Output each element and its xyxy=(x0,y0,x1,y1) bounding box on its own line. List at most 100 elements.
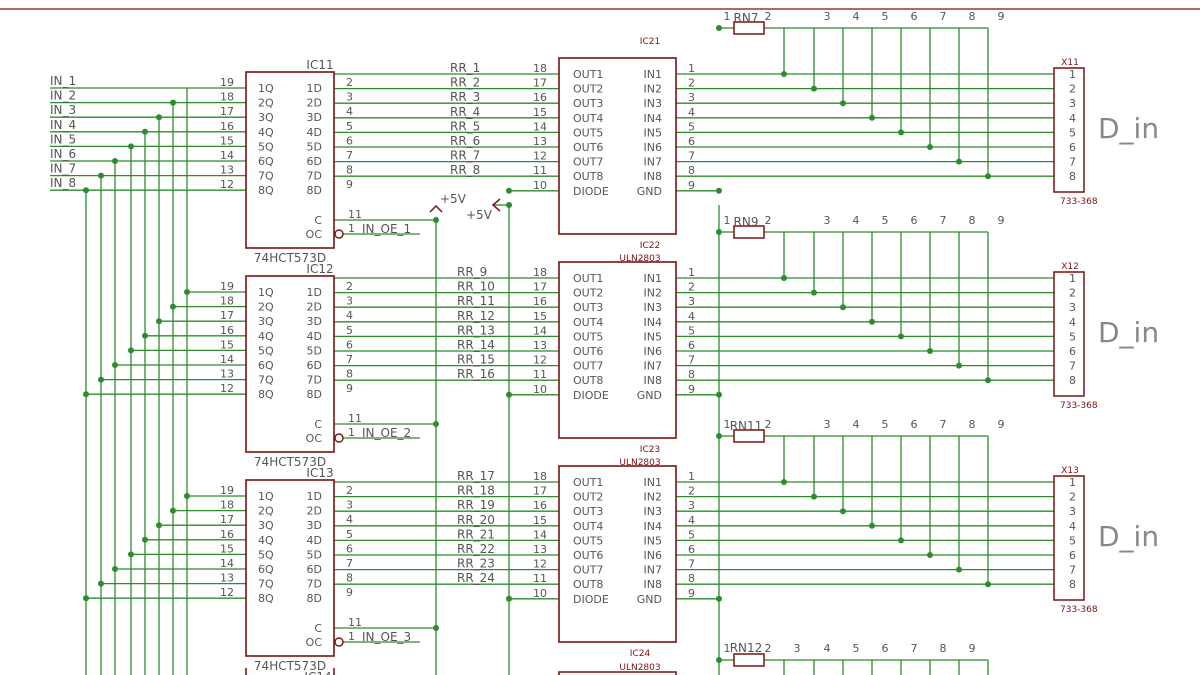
pin-number: 5 xyxy=(346,528,353,541)
pin-number: 17 xyxy=(533,485,547,498)
pin-number: 18 xyxy=(220,499,234,512)
latch-pin: 4Q xyxy=(258,534,274,547)
pin-number: 7 xyxy=(688,558,695,571)
latch-ref: IC14 xyxy=(304,670,331,675)
latch-pin: 1Q xyxy=(258,490,274,503)
latch-pin: 3Q xyxy=(258,111,274,124)
pin-number: 7 xyxy=(688,150,695,163)
rn-pin-number: 8 xyxy=(969,10,976,23)
pin-number: 7 xyxy=(346,149,353,162)
driver-pin: OUT5 xyxy=(573,534,603,547)
pin-number: 18 xyxy=(220,295,234,308)
rn-pin-number: 2 xyxy=(765,10,772,23)
pin-number: 13 xyxy=(220,572,234,585)
latch-pin: 2Q xyxy=(258,505,274,518)
rn-pin-number: 8 xyxy=(940,642,947,655)
net-label: RR_17 xyxy=(457,469,495,483)
connector-body xyxy=(1053,67,1085,193)
supply-label: +5V xyxy=(440,192,467,206)
junction-dot xyxy=(985,173,991,180)
input-label: IN_2 xyxy=(50,89,76,103)
pin-number: 2 xyxy=(688,485,695,498)
pin-number: 15 xyxy=(533,106,547,119)
connector-ref: X13 xyxy=(1061,466,1079,476)
latch-pin: 5Q xyxy=(258,140,274,153)
junction-dot xyxy=(433,625,439,631)
pin-number: 16 xyxy=(220,324,234,337)
rn-pin-number: 6 xyxy=(911,214,918,227)
driver-ref: IC24 xyxy=(630,649,651,659)
latch-pin: 4D xyxy=(307,534,322,547)
pin-number: 1 xyxy=(348,222,355,235)
net-label: RR_7 xyxy=(450,149,480,163)
junction-dot xyxy=(506,202,512,208)
junction-dot xyxy=(184,493,190,499)
latch-ic xyxy=(245,71,335,249)
latch-pin: 4Q xyxy=(258,330,274,343)
pin-number: 15 xyxy=(220,338,234,351)
driver-ref: IC23 xyxy=(640,445,660,455)
driver-pin: OUT6 xyxy=(573,141,603,154)
pin-number: 8 xyxy=(688,572,695,585)
junction-dot xyxy=(170,507,176,514)
pin-number: 18 xyxy=(533,62,547,75)
driver-pin: OUT7 xyxy=(573,360,603,373)
latch-pin: 1D xyxy=(307,286,322,299)
oe-label: IN_OE_1 xyxy=(362,222,411,236)
rn-pin-number: 9 xyxy=(998,214,1005,227)
resistor-body xyxy=(733,225,765,239)
net-label: RR_20 xyxy=(457,513,495,527)
rn-pin-number: 3 xyxy=(824,10,831,23)
rn-pin-number: 9 xyxy=(998,10,1005,23)
junction-dot xyxy=(898,333,904,340)
rn-pin-number: 1 xyxy=(724,418,731,431)
driver-pin: IN5 xyxy=(644,330,662,343)
connector-pin: 1 xyxy=(1069,272,1076,285)
rn-pin-number: 4 xyxy=(853,214,860,227)
driver-pin: OUT1 xyxy=(573,476,603,489)
pin-number: 12 xyxy=(220,178,234,191)
net-label: RR_19 xyxy=(457,498,495,512)
connector-pin: 2 xyxy=(1069,83,1076,96)
pin-number: 5 xyxy=(688,120,695,133)
driver-pin: IN2 xyxy=(644,287,662,300)
pin-number: 3 xyxy=(346,499,353,512)
pin-number: 6 xyxy=(688,339,695,352)
latch-pin: OC xyxy=(306,432,323,445)
pin-number: 3 xyxy=(346,295,353,308)
pin-number: 2 xyxy=(688,281,695,294)
latch-pin: 2D xyxy=(307,505,322,518)
latch-pin: 8Q xyxy=(258,388,274,401)
driver-pin: OUT8 xyxy=(573,170,603,183)
latch-ref: IC11 xyxy=(306,58,333,72)
driver-pin: OUT4 xyxy=(573,112,603,125)
driver-pin: OUT2 xyxy=(573,491,603,504)
latch-type: 74HCT573D xyxy=(254,455,326,469)
connector-pin: 4 xyxy=(1069,316,1076,329)
pin-number: 15 xyxy=(533,514,547,527)
connector-pin: 8 xyxy=(1069,578,1076,591)
net-label: RR_16 xyxy=(457,367,495,381)
junction-dot xyxy=(956,158,962,165)
driver-pin: IN1 xyxy=(644,68,662,81)
pin-number: 17 xyxy=(220,309,234,322)
driver-pin: IN3 xyxy=(644,301,662,314)
pin-number: 1 xyxy=(688,266,695,279)
pin-number: 8 xyxy=(346,572,353,585)
pin-number: 9 xyxy=(688,179,695,192)
pin-number: 14 xyxy=(533,120,547,133)
connector-pin: 8 xyxy=(1069,374,1076,387)
junction-dot xyxy=(781,479,787,485)
rn-pin-number: 1 xyxy=(724,642,731,655)
net-label: RR_15 xyxy=(457,353,495,367)
latch-pin: OC xyxy=(306,228,323,241)
pin-number: 12 xyxy=(533,150,547,163)
connector-pin: 3 xyxy=(1069,97,1076,110)
pin-number: 14 xyxy=(220,557,234,570)
driver-pin: IN8 xyxy=(644,578,662,591)
latch-pin: 5D xyxy=(307,344,322,357)
pin-number: 2 xyxy=(688,77,695,90)
pin-number: 16 xyxy=(220,120,234,133)
latch-pin: 5Q xyxy=(258,344,274,357)
latch-pin: 8D xyxy=(307,388,322,401)
